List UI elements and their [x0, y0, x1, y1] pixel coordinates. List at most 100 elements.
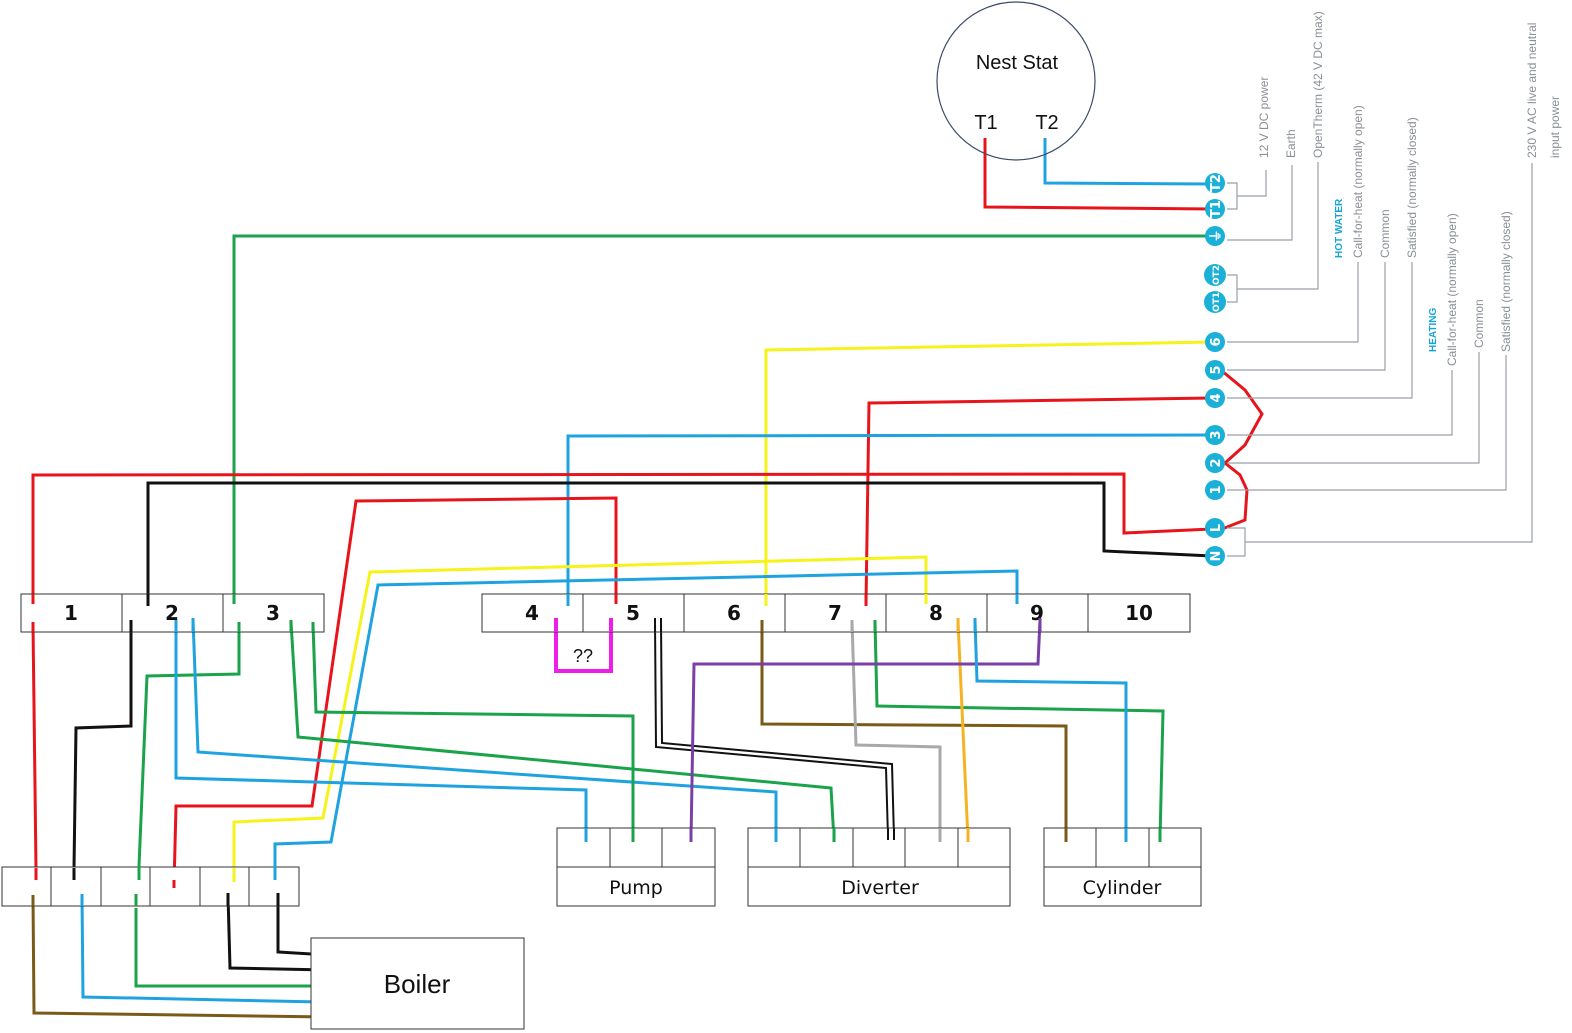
wire-stat-t1-red [983, 138, 1213, 211]
boiler-terminal-strip [1, 866, 300, 907]
thermostat-t2-label: T2 [1035, 112, 1058, 134]
thermostat-body [936, 1, 1096, 161]
thermostat-title: Nest Stat [976, 52, 1059, 74]
wire-brown-boiler [31, 896, 331, 1019]
junction-terminal-9: 9 [1030, 601, 1044, 625]
wire-neutral-black [146, 481, 1213, 604]
thermostat-t1-label: T1 [974, 112, 997, 134]
cylinder-label: Cylinder [1083, 877, 1162, 899]
wire-green-3b [311, 623, 635, 840]
label-hot-water-heading: HOT WATER [1334, 198, 1345, 258]
label-opentherm: OpenTherm (42 V DC max) [1311, 11, 1325, 158]
hub-terminal-n: N [1205, 546, 1225, 566]
svg-text:5: 5 [1209, 365, 1224, 374]
wire-blue-boiler [80, 895, 322, 1004]
junction-box-right: 4 5 6 7 8 9 10 [481, 593, 1191, 633]
wires [31, 138, 1264, 1019]
nest-thermostat: Nest Stat T1 T2 [936, 1, 1096, 161]
wire-live-red [31, 472, 1213, 600]
junction-terminal-1: 1 [64, 601, 78, 625]
svg-text:6: 6 [1209, 337, 1224, 346]
wire-earth-green [232, 234, 1212, 598]
label-earth: Earth [1284, 129, 1298, 158]
cylinder-device: Cylinder [1043, 827, 1202, 907]
wire-blue-2a [174, 624, 588, 840]
diverter-label: Diverter [841, 877, 919, 899]
wire-orange-8 [956, 620, 970, 841]
hub-side-labels: 12 V DC power Earth OpenTherm (42 V DC m… [1257, 11, 1562, 366]
wire-stat-t2-blue [1043, 138, 1213, 186]
svg-text:4: 4 [1209, 393, 1224, 402]
boiler-label: Boiler [384, 969, 451, 999]
label-ac-power-line2: input power [1548, 96, 1562, 158]
wire-green-7 [873, 621, 1165, 841]
wire-yellow-8 [232, 555, 928, 886]
hub-terminal-3: 3 [1205, 425, 1225, 445]
wire-green-boiler-out [134, 908, 316, 988]
wire-blue-2b [191, 619, 778, 840]
junction-terminal-6: 6 [727, 601, 741, 625]
wire-green-3a [289, 621, 836, 841]
hub-terminal-2: 2 [1205, 453, 1225, 473]
label-hw-common: Common [1378, 209, 1392, 258]
junction-terminal-2: 2 [165, 601, 179, 625]
wire-black-2-boiler [72, 627, 133, 869]
junction-terminal-8: 8 [929, 601, 943, 625]
label-ht-satisfied: Satisfied (normally closed) [1499, 211, 1513, 352]
wire-live-red-down [31, 624, 38, 869]
junction-box-left: 1 2 3 [20, 593, 325, 633]
hub-terminal-5: 5 [1205, 360, 1225, 380]
terminal-wire-stubs [31, 594, 1162, 906]
svg-text:⏚: ⏚ [1209, 229, 1224, 242]
wire-hub-bridge-5-2 [1221, 369, 1264, 465]
label-dc-power: 12 V DC power [1257, 77, 1271, 158]
wire-hub3-blue [566, 433, 1213, 604]
wire-blue-9 [273, 569, 1019, 868]
wire-hub6-yellow [764, 340, 1213, 605]
hub-leader-lines [1227, 162, 1533, 557]
hub-terminal-l: L [1205, 518, 1225, 538]
wire-magenta-link [554, 618, 613, 673]
label-ht-common: Common [1472, 299, 1486, 348]
hub-terminal-ot2: OT2 [1204, 264, 1226, 286]
svg-text:OT2: OT2 [1212, 265, 1222, 285]
boiler-device: Boiler [310, 937, 525, 1030]
svg-text:L: L [1209, 524, 1224, 532]
svg-text:3: 3 [1209, 430, 1224, 439]
wire-black-boiler-a [226, 894, 329, 972]
junction-terminal-7: 7 [828, 601, 842, 625]
hub-terminal-1: 1 [1205, 480, 1225, 500]
hub-terminal-6: 6 [1205, 332, 1225, 352]
wire-brown-6 [760, 621, 1068, 840]
svg-text:OT1: OT1 [1212, 292, 1222, 312]
svg-text:T2: T2 [1209, 174, 1224, 192]
pump-device: Pump [556, 827, 716, 907]
wire-red-5 [172, 496, 618, 887]
label-ac-power-line1: 230 V AC live and neutral [1525, 23, 1539, 158]
label-ht-call: Call-for-heat (normally open) [1445, 213, 1459, 366]
junction-terminal-4: 4 [525, 601, 539, 625]
wire-hub-bridge-2-L [1221, 461, 1249, 531]
wire-green-3-boiler [137, 627, 241, 867]
svg-text:T1: T1 [1209, 200, 1224, 218]
hub-terminal-t2: T2 [1205, 173, 1225, 193]
pump-label: Pump [609, 877, 663, 899]
hub-terminal-t1: T1 [1205, 199, 1225, 219]
label-heating-heading: HEATING [1428, 308, 1439, 352]
hub-terminal-4: 4 [1205, 388, 1225, 408]
wire-purple-9 [689, 619, 1042, 841]
junction-terminal-5: 5 [626, 601, 640, 625]
wire-blue-9-cyl [973, 619, 1128, 840]
label-hw-satisfied: Satisfied (normally closed) [1405, 117, 1419, 258]
junction-terminal-10: 10 [1125, 601, 1153, 625]
hub-terminal-earth: ⏚ [1205, 226, 1225, 246]
wire-black-5b [660, 621, 895, 839]
wire-black-5a [654, 621, 889, 839]
svg-text:N: N [1209, 551, 1224, 562]
heat-link-terminals: T2 T1 ⏚ OT2 OT1 6 5 4 3 2 1 L N [1204, 173, 1226, 566]
unknown-link-label: ?? [573, 646, 593, 666]
svg-text:2: 2 [1209, 458, 1224, 467]
wire-grey-7 [850, 621, 942, 840]
svg-text:1: 1 [1209, 485, 1224, 494]
